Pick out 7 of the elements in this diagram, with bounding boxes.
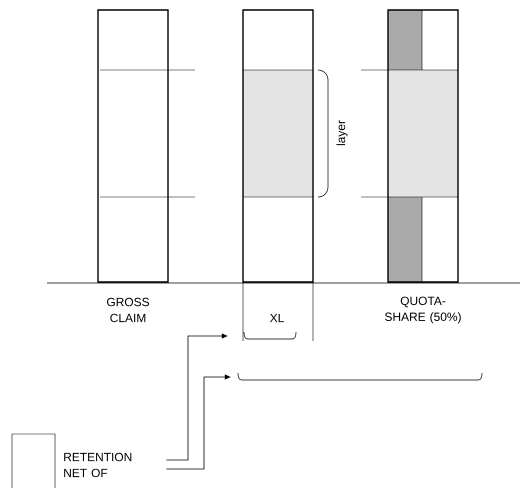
column-label: GROSS CLAIM <box>107 298 150 322</box>
legend-text: RETENTION NET OF <box>64 452 132 478</box>
layer-label: layer <box>336 120 348 146</box>
bracket-label: XL <box>270 314 284 322</box>
bracket <box>238 372 482 380</box>
bracket <box>244 332 296 340</box>
column-label: QUOTA-SHARE (50%) <box>385 296 461 324</box>
